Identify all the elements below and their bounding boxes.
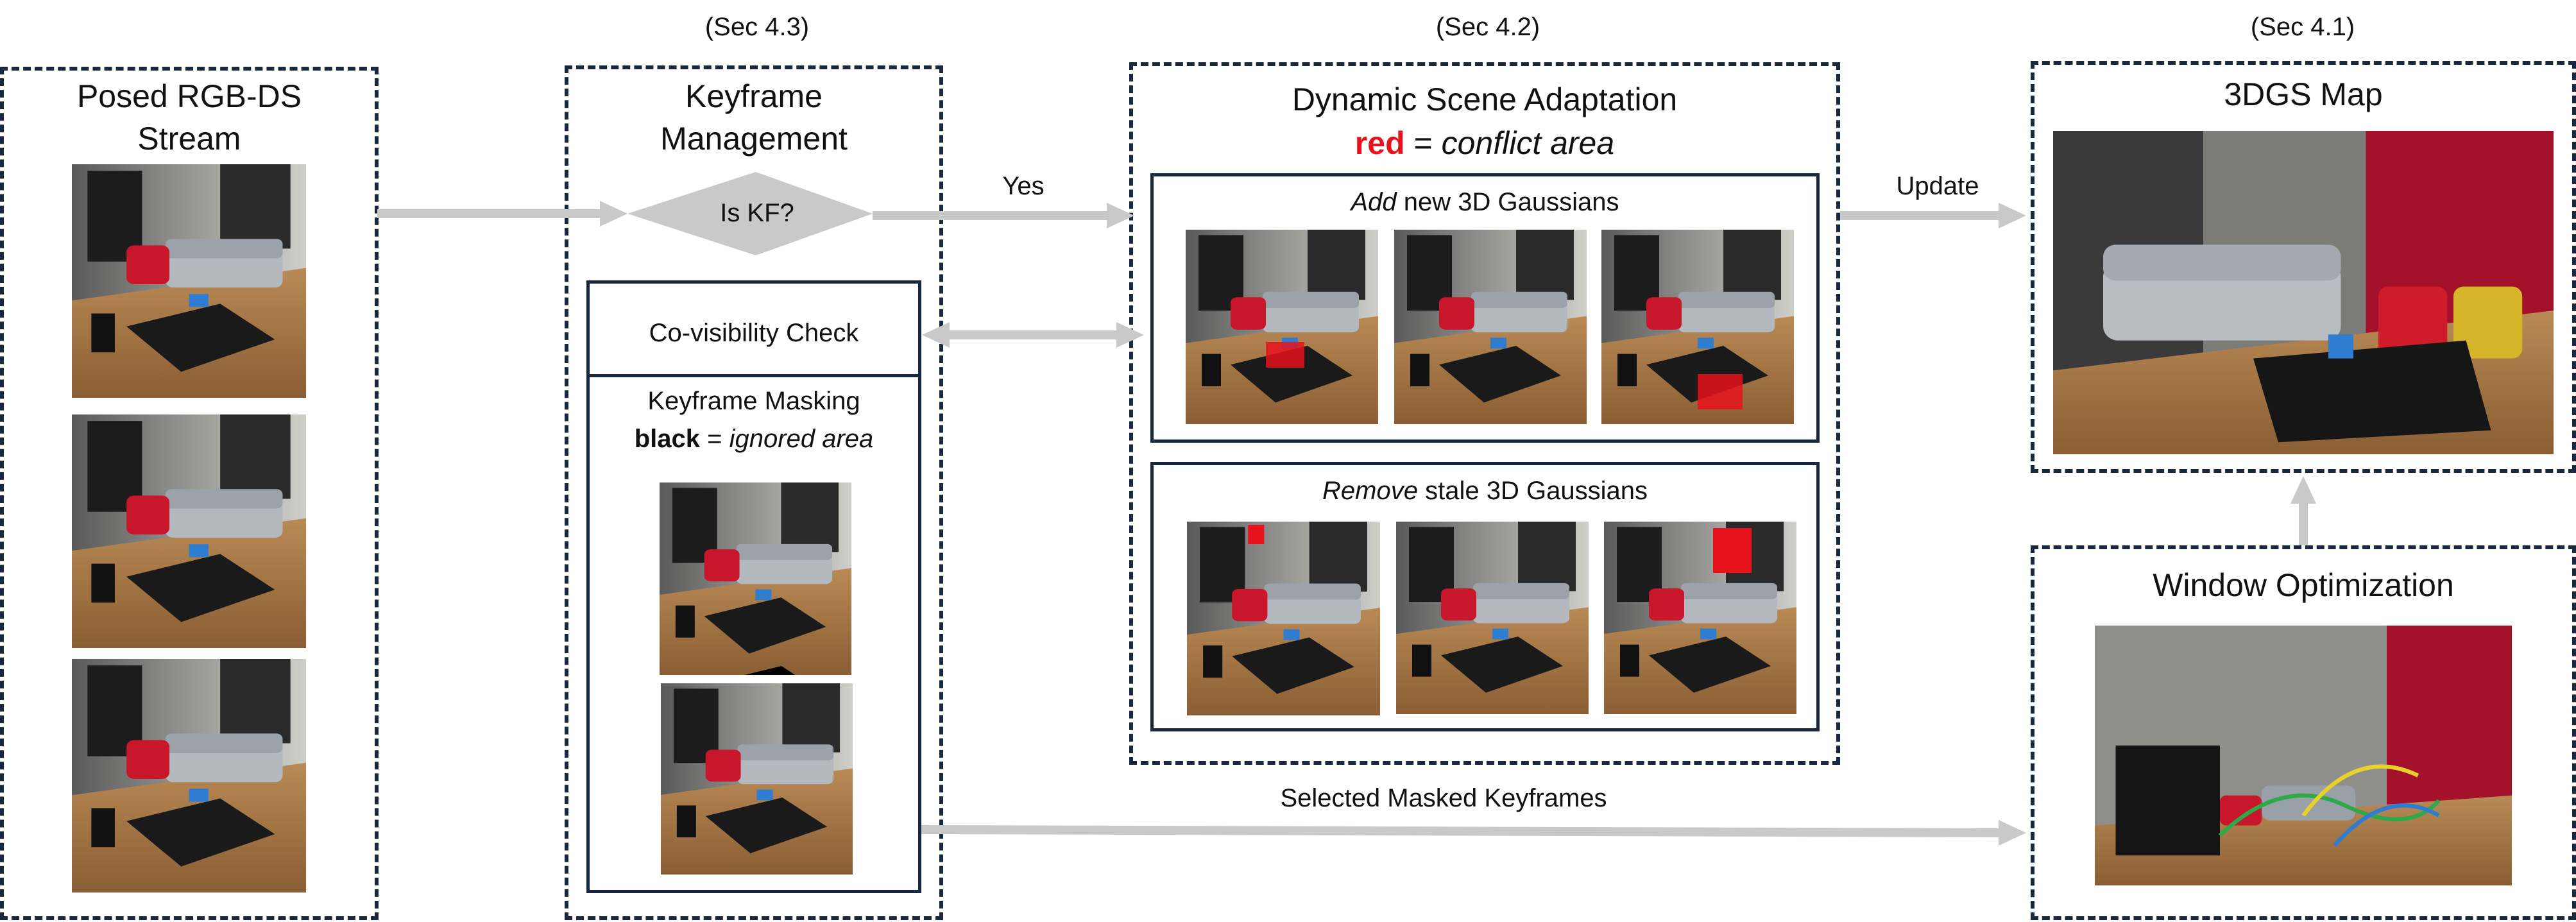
is-kf-diamond xyxy=(627,172,873,255)
add-gaussians-label: Add new 3D Gaussians xyxy=(1150,188,1820,217)
stream-title-line2: Stream xyxy=(137,121,241,157)
section-label-kf: (Sec 4.3) xyxy=(704,13,810,41)
remove-gaussians-rest: stale 3D Gaussians xyxy=(1418,477,1648,505)
keyframe-title-line2: Management xyxy=(660,121,848,157)
add-gaussians-rest: new 3D Gaussians xyxy=(1396,188,1619,216)
arrowhead-stream-to-kf xyxy=(600,201,627,226)
stream-title-line1: Posed RGB-DS xyxy=(76,78,302,114)
window-title: Window Optimization xyxy=(2153,567,2454,603)
map-title: 3DGS Map xyxy=(2224,76,2383,112)
masking-legend-desc: ignored area xyxy=(729,425,874,453)
arrowhead-window-to-map xyxy=(2290,476,2316,504)
dsa-legend-key: red xyxy=(1354,125,1405,161)
keyframe-panel xyxy=(565,65,943,920)
map-panel xyxy=(2031,61,2576,473)
selected-keyframes-label: Selected Masked Keyframes xyxy=(1280,784,1607,812)
dsa-legend-desc: conflict area xyxy=(1441,125,1615,161)
arrowhead-selected-keyframes xyxy=(1999,820,2026,846)
dsa-title: Dynamic Scene Adaptation xyxy=(1292,81,1678,117)
covisibility-check-label: Co-visibility Check xyxy=(649,319,859,347)
masking-legend: black = ignored area xyxy=(586,425,921,454)
yes-label: Yes xyxy=(1002,172,1045,200)
arrow-selected-keyframes xyxy=(921,825,2002,837)
dsa-panel xyxy=(1129,62,1840,765)
dsa-legend-eq: = xyxy=(1404,125,1442,161)
arrowhead-update xyxy=(1999,203,2026,228)
dsa-legend: red = conflict area xyxy=(1129,123,1840,164)
section-label-dsa: (Sec 4.2) xyxy=(1435,13,1540,41)
masking-legend-eq: = xyxy=(700,425,729,453)
masked-keyframe-1 xyxy=(660,482,851,675)
window-panel xyxy=(2031,545,2576,920)
remove-frame-1 xyxy=(1187,522,1380,715)
covisibility-divider xyxy=(586,374,921,377)
remove-gaussians-label: Remove stale 3D Gaussians xyxy=(1150,477,1820,506)
update-label: Update xyxy=(1896,172,1979,200)
is-kf-label: Is KF? xyxy=(720,199,794,227)
keyframe-title-line1: Keyframe xyxy=(685,78,823,114)
masking-legend-key: black xyxy=(634,425,701,453)
stream-panel xyxy=(0,67,379,920)
arrowhead-yes xyxy=(1107,203,1134,228)
masking-title: Keyframe Masking xyxy=(647,387,860,415)
section-label-map: (Sec 4.1) xyxy=(2250,13,2355,41)
remove-frame-3 xyxy=(1604,522,1796,714)
arrowhead-covisibility-right xyxy=(1116,322,1144,348)
add-frame-1 xyxy=(1186,230,1378,424)
remove-gaussians-em: Remove xyxy=(1322,477,1418,505)
add-frame-3 xyxy=(1601,230,1794,424)
add-gaussians-em: Add xyxy=(1351,188,1397,216)
arrowhead-covisibility-left xyxy=(922,322,950,348)
